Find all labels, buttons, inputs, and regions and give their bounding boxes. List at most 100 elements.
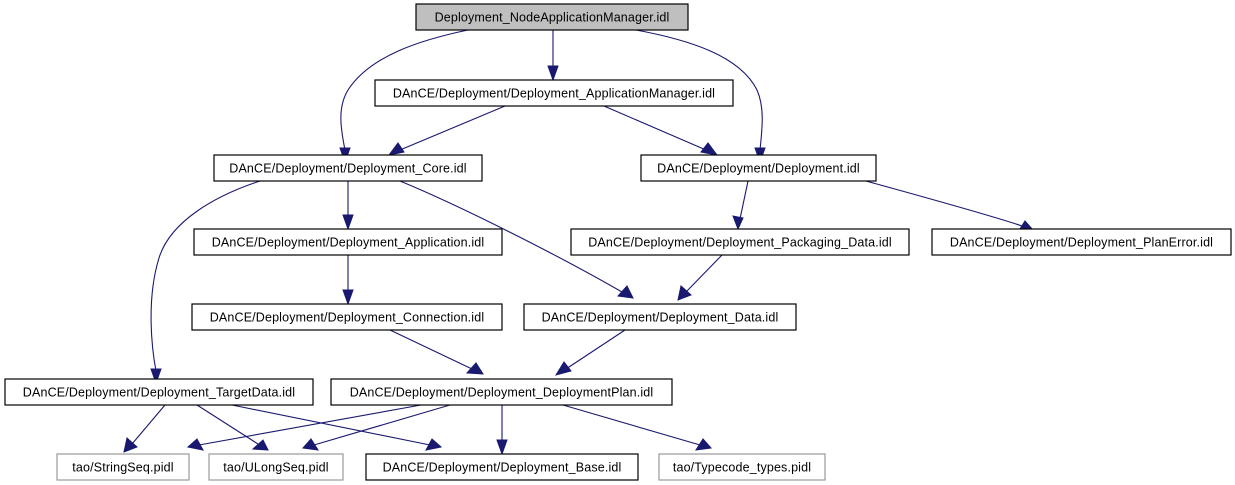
node-box[interactable]: [640, 154, 877, 182]
graph-node-deployment[interactable]: DAnCE/Deployment/Deployment.idl: [640, 154, 877, 182]
nodes-layer: Deployment_NodeApplicationManager.idlDAn…: [4, 3, 1232, 481]
edge-appmgr-to-core: [387, 105, 506, 156]
graph-node-deploymentplan[interactable]: DAnCE/Deployment/Deployment_DeploymentPl…: [330, 378, 673, 406]
arrowhead-icon: [496, 439, 508, 456]
edges-layer: [123, 29, 1034, 456]
arrowhead-icon: [465, 362, 484, 375]
node-label: DAnCE/Deployment/Deployment_Connection.i…: [210, 310, 485, 324]
node-box[interactable]: [330, 378, 673, 406]
node-box[interactable]: [365, 453, 639, 481]
arrowhead-icon: [677, 285, 692, 301]
edge-line: [603, 105, 707, 151]
edge-line: [196, 404, 259, 445]
edge-line: [562, 404, 701, 446]
edge-line: [231, 404, 431, 446]
node-label: DAnCE/Deployment/Deployment_Packaging_Da…: [588, 235, 892, 249]
edge-line: [399, 105, 506, 151]
edge-root-to-appmgr: [547, 30, 559, 82]
edge-core-to-targetdata: [150, 180, 261, 385]
edge-targetdata-to-stringseq: [123, 404, 166, 453]
arrowhead-icon: [342, 214, 354, 231]
edge-line: [685, 254, 723, 293]
edge-targetdata-to-base: [231, 404, 443, 451]
edge-core-to-application: [342, 181, 354, 231]
node-box[interactable]: [193, 228, 503, 256]
arrowhead-icon: [700, 142, 719, 156]
arrowhead-icon: [342, 289, 354, 306]
edge-line: [389, 329, 473, 370]
edge-appmgr-to-deployment: [603, 105, 719, 156]
edge-packaging-to-data: [677, 254, 723, 301]
node-label: DAnCE/Deployment/Deployment_DeploymentPl…: [350, 385, 654, 399]
node-label: Deployment_NodeApplicationManager.idl: [435, 10, 670, 24]
graph-node-planerror[interactable]: DAnCE/Deployment/Deployment_PlanError.id…: [931, 228, 1232, 256]
node-box[interactable]: [191, 303, 503, 331]
edge-core-to-data: [399, 180, 634, 299]
edge-deployment-to-packaging: [732, 180, 749, 231]
edge-line: [198, 404, 422, 446]
node-label: DAnCE/Deployment/Deployment_PlanError.id…: [950, 235, 1213, 249]
graph-node-targetdata[interactable]: DAnCE/Deployment/Deployment_TargetData.i…: [4, 378, 314, 406]
node-label: DAnCE/Deployment/Deployment_Data.idl: [542, 310, 779, 324]
edge-line: [340, 29, 469, 151]
node-label: DAnCE/Deployment/Deployment_Core.idl: [229, 161, 466, 175]
edge-data-to-deploymentplan: [554, 329, 626, 376]
edge-line: [635, 29, 763, 151]
edge-line: [865, 180, 1023, 227]
arrowhead-icon: [547, 65, 559, 82]
node-label: tao/Typecode_types.pidl: [673, 460, 811, 474]
edge-line: [565, 329, 626, 370]
node-box[interactable]: [208, 453, 344, 481]
node-box[interactable]: [931, 228, 1232, 256]
node-box[interactable]: [374, 79, 734, 107]
graph-node-core[interactable]: DAnCE/Deployment/Deployment_Core.idl: [213, 154, 483, 182]
node-label: tao/StringSeq.pidl: [72, 460, 173, 474]
graph-node-root[interactable]: Deployment_NodeApplicationManager.idl: [415, 3, 689, 31]
node-box[interactable]: [56, 453, 190, 481]
edge-line: [131, 404, 166, 445]
arrowhead-icon: [425, 438, 443, 451]
edge-line: [150, 180, 261, 372]
graph-node-connection[interactable]: DAnCE/Deployment/Deployment_Connection.i…: [191, 303, 503, 331]
node-box[interactable]: [213, 154, 483, 182]
node-label: DAnCE/Deployment/Deployment_Base.idl: [383, 460, 622, 474]
arrowhead-icon: [616, 285, 634, 299]
node-label: DAnCE/Deployment/Deployment.idl: [657, 161, 860, 175]
arrowhead-icon: [554, 361, 572, 376]
edge-line: [399, 180, 623, 293]
node-box[interactable]: [570, 228, 910, 256]
edge-application-to-connection: [342, 255, 354, 306]
arrowhead-icon: [186, 438, 204, 451]
graph-node-typecode[interactable]: tao/Typecode_types.pidl: [658, 453, 826, 481]
graph-node-data[interactable]: DAnCE/Deployment/Deployment_Data.idl: [523, 303, 797, 331]
edge-deployment-to-planerror: [865, 180, 1034, 233]
edge-deploymentplan-to-stringseq: [186, 404, 422, 451]
arrowhead-icon: [732, 215, 744, 231]
edge-targetdata-to-ulongseq: [196, 404, 269, 451]
edge-deploymentplan-to-ulongseq: [302, 404, 451, 451]
arrowhead-icon: [387, 142, 405, 156]
graph-node-base[interactable]: DAnCE/Deployment/Deployment_Base.idl: [365, 453, 639, 481]
graph-node-application[interactable]: DAnCE/Deployment/Deployment_Application.…: [193, 228, 503, 256]
edge-deploymentplan-to-typecode: [562, 404, 712, 451]
node-label: DAnCE/Deployment/Deployment_TargetData.i…: [23, 385, 295, 399]
edge-deploymentplan-to-base: [496, 405, 508, 456]
arrowhead-icon: [123, 437, 138, 453]
node-box[interactable]: [415, 3, 689, 31]
arrowhead-icon: [302, 438, 319, 451]
node-box[interactable]: [658, 453, 826, 481]
graph-node-ulongseq[interactable]: tao/ULongSeq.pidl: [208, 453, 344, 481]
node-box[interactable]: [523, 303, 797, 331]
graph-node-packaging[interactable]: DAnCE/Deployment/Deployment_Packaging_Da…: [570, 228, 910, 256]
node-label: DAnCE/Deployment/Deployment_Application.…: [212, 235, 485, 249]
edge-connection-to-deploymentplan: [389, 329, 484, 375]
node-label: DAnCE/Deployment/Deployment_ApplicationM…: [393, 86, 715, 100]
graph-node-appmgr[interactable]: DAnCE/Deployment/Deployment_ApplicationM…: [374, 79, 734, 107]
edge-line: [313, 404, 451, 446]
node-box[interactable]: [4, 378, 314, 406]
node-label: tao/ULongSeq.pidl: [223, 460, 328, 474]
graph-node-stringseq[interactable]: tao/StringSeq.pidl: [56, 453, 190, 481]
arrowhead-icon: [695, 438, 712, 451]
